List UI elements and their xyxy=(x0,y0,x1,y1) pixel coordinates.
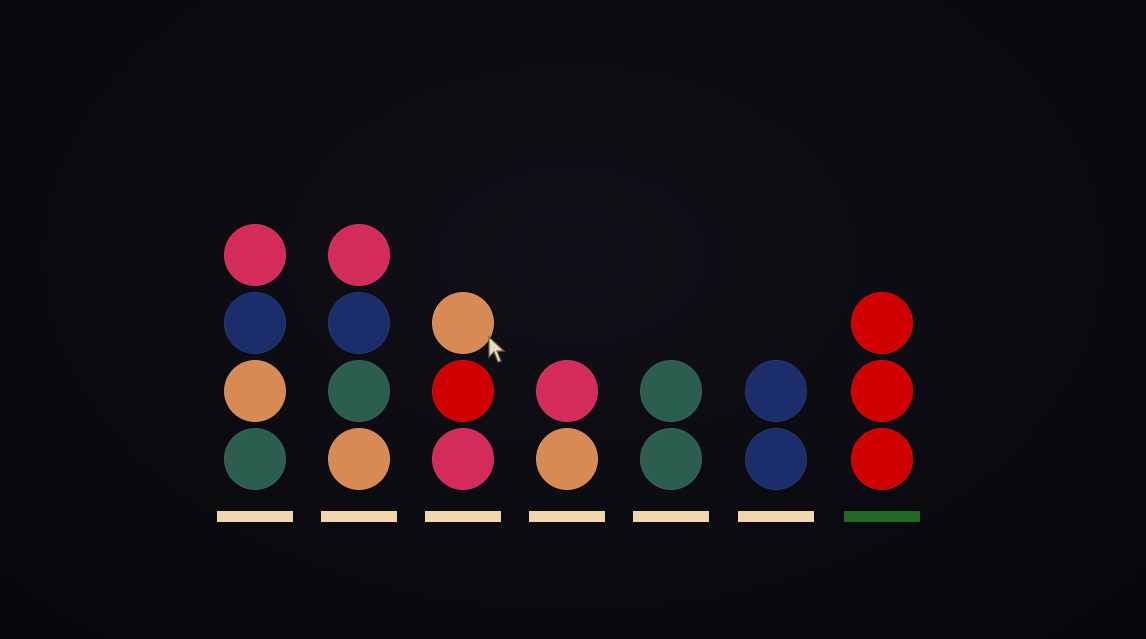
tube-1[interactable] xyxy=(215,222,295,522)
ball-pink xyxy=(328,224,390,286)
tube-2[interactable] xyxy=(319,222,399,522)
tube-3[interactable] xyxy=(423,222,503,522)
ball-orange xyxy=(432,292,494,354)
tube-base xyxy=(633,511,709,522)
ball-red xyxy=(851,428,913,490)
ball-red xyxy=(851,360,913,422)
ball-navy xyxy=(745,428,807,490)
ball-pink xyxy=(224,224,286,286)
ball-orange xyxy=(536,428,598,490)
tube-5[interactable] xyxy=(631,222,711,522)
ball-orange xyxy=(328,428,390,490)
tube-7[interactable] xyxy=(842,222,922,522)
ball-navy xyxy=(328,292,390,354)
ball-pink xyxy=(536,360,598,422)
tube-6[interactable] xyxy=(736,222,816,522)
tube-base xyxy=(425,511,501,522)
ball-red xyxy=(432,360,494,422)
tube-base xyxy=(321,511,397,522)
ball-navy xyxy=(224,292,286,354)
ball-navy xyxy=(745,360,807,422)
ball-teal xyxy=(224,428,286,490)
tube-4[interactable] xyxy=(527,222,607,522)
tube-base xyxy=(844,511,920,522)
ball-teal xyxy=(640,360,702,422)
tube-base xyxy=(217,511,293,522)
ball-teal xyxy=(640,428,702,490)
tube-base xyxy=(529,511,605,522)
ball-orange xyxy=(224,360,286,422)
ball-red xyxy=(851,292,913,354)
ball-pink xyxy=(432,428,494,490)
ball-teal xyxy=(328,360,390,422)
tube-base xyxy=(738,511,814,522)
